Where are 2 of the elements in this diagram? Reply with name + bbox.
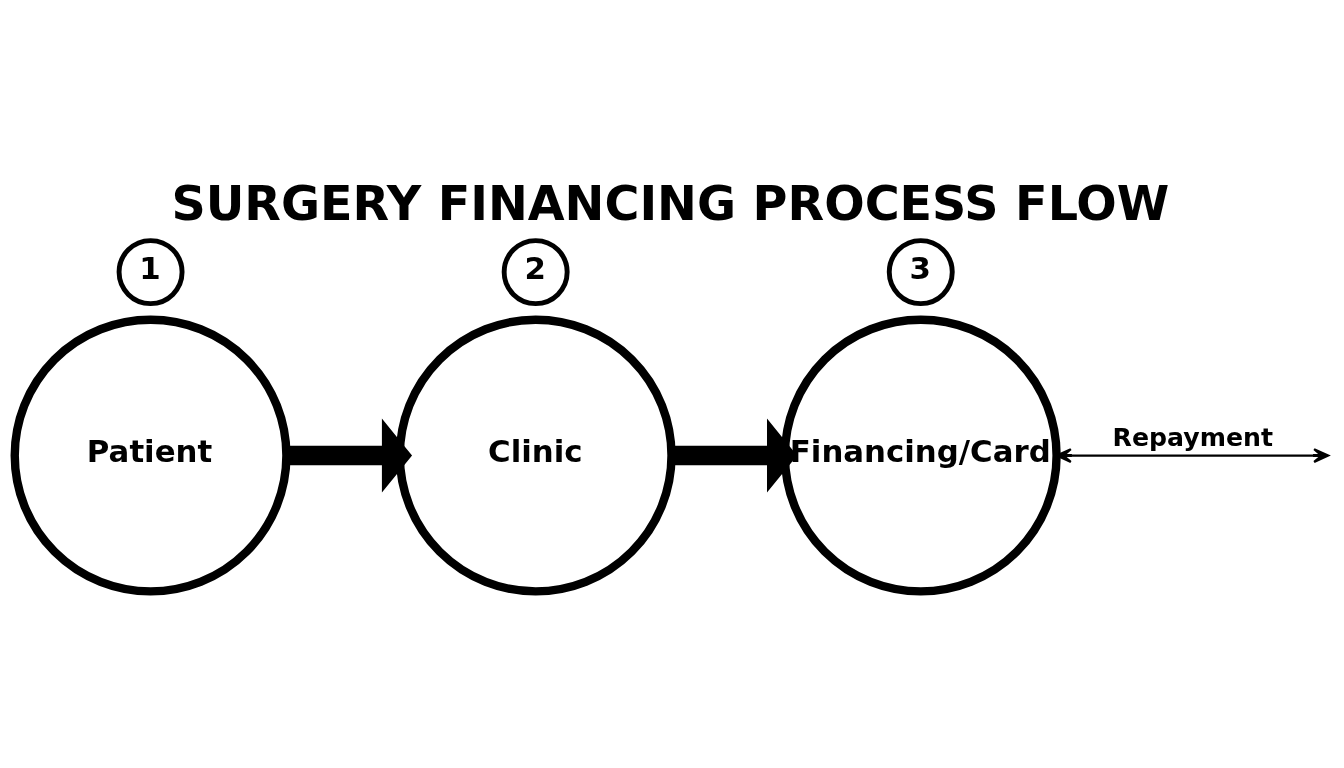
diagram-title: SURGERY FINANCING PROCESS FLOW [171, 175, 1170, 231]
edge-label: Repayment [1112, 422, 1274, 452]
